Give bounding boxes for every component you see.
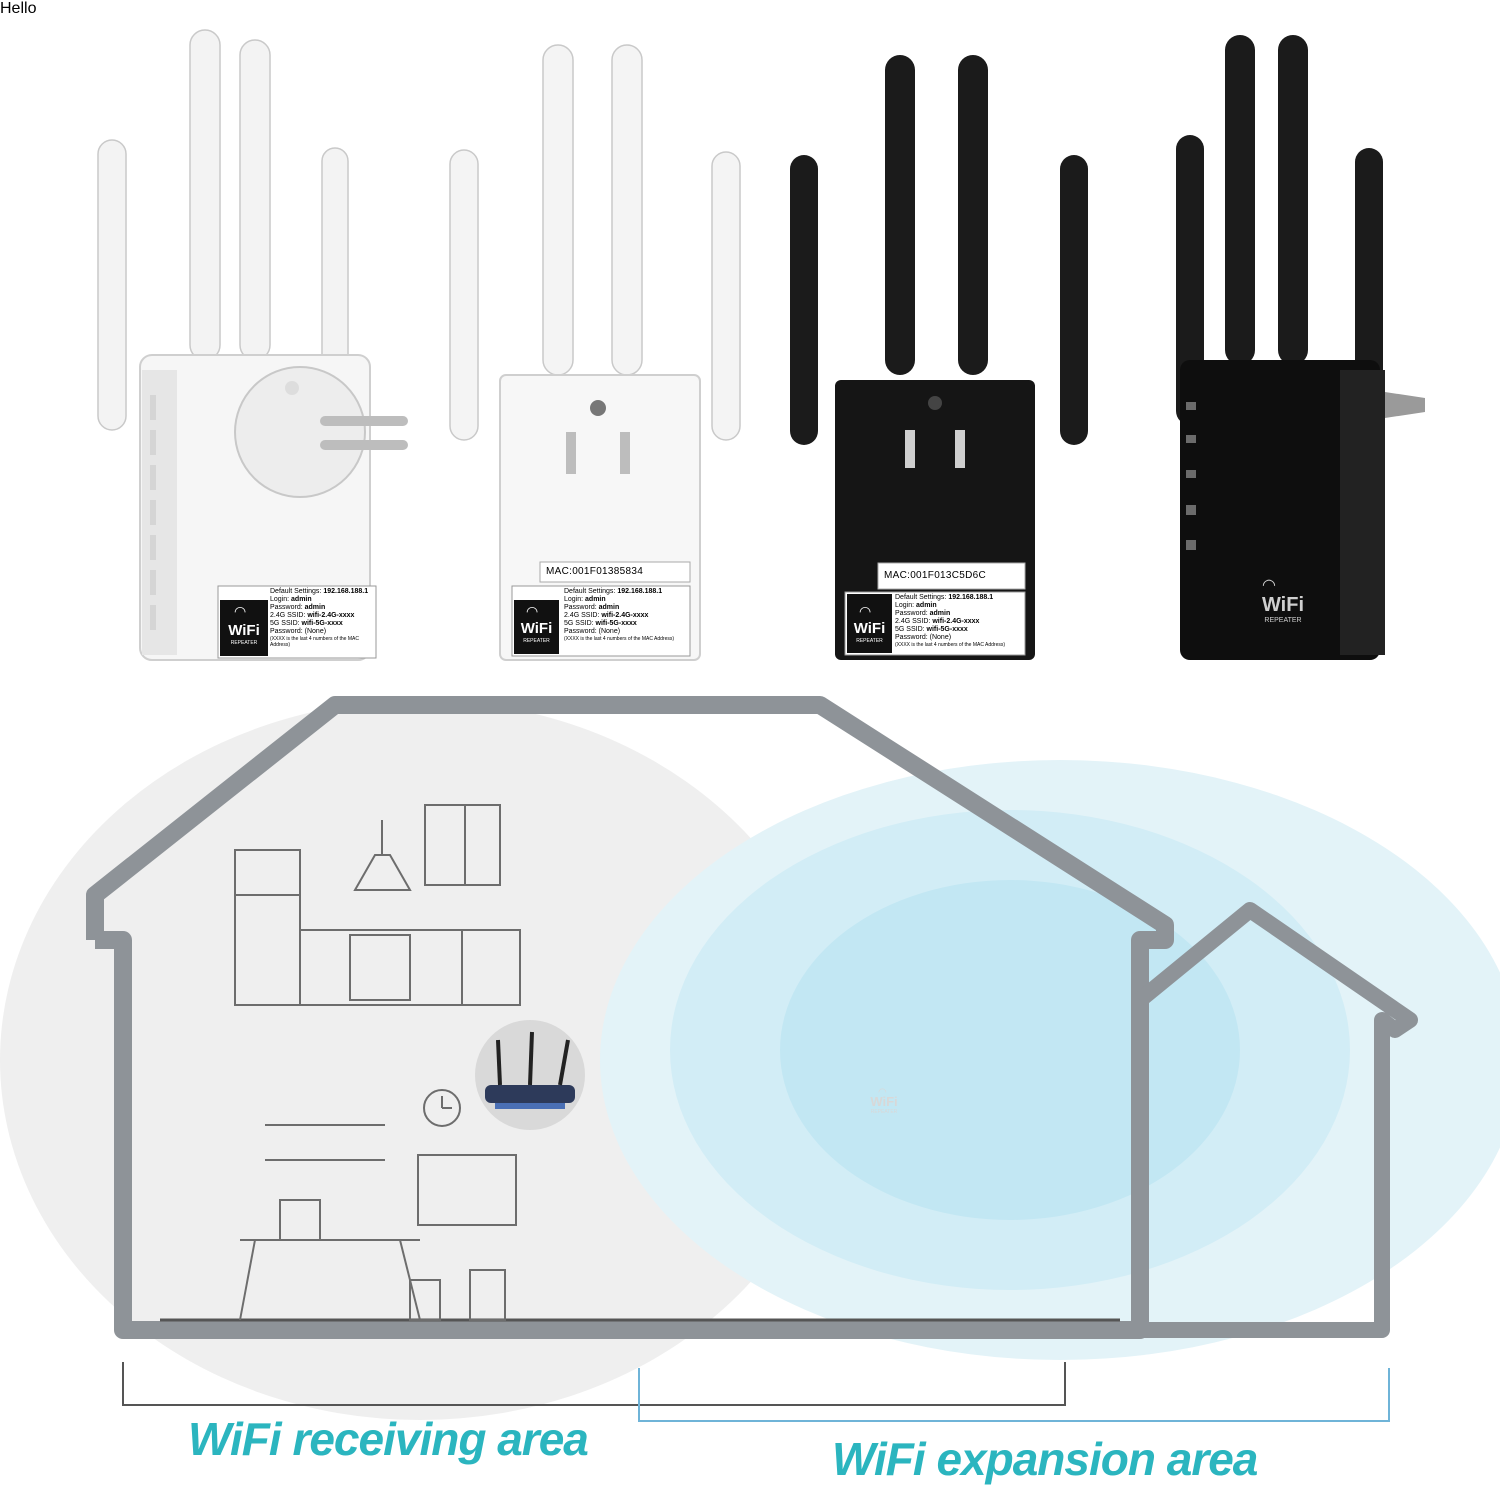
sticker-footnote: (XXXX is the last 4 numbers of the MAC A… [270, 636, 359, 648]
white-us-repeater [449, 44, 741, 661]
expansion-area-caption: WiFi expansion area [832, 1433, 1258, 1485]
password2-value: (None) [304, 628, 327, 635]
white-eu-repeater [97, 29, 408, 661]
scene-repeater-logo-sub: REPEATER [870, 1109, 898, 1115]
ssid24-value: wifi-2.4G-xxxx [601, 612, 649, 619]
house-outline [86, 696, 1174, 1339]
kitchen-drawing [234, 804, 521, 1006]
repeater-logo-sub: REPEATER [856, 638, 883, 644]
receiving-area-caption: WiFi receiving area [188, 1413, 589, 1465]
sticker-black-us: Default Settings: 192.168.188.1 Login: a… [845, 592, 1025, 655]
default-settings-value: 192.168.188.1 [617, 588, 663, 595]
default-settings-value: 192.168.188.1 [948, 594, 994, 601]
default-settings-label: Default Settings: [895, 594, 947, 601]
sticker-footnote: (XXXX is the last 4 numbers of the MAC A… [564, 636, 675, 642]
repeater-logo-sub: REPEATER [230, 640, 258, 646]
password-value: admin [304, 604, 326, 611]
wifi-signal-icon: ◠ [234, 603, 247, 619]
ssid5-label: 5G SSID: [270, 620, 300, 627]
house-illustration [0, 696, 1500, 1420]
password-value: admin [598, 604, 620, 611]
wifi-logo-word: WiFi [520, 620, 553, 637]
ssid5-value: wifi-5G-xxxx [301, 620, 343, 627]
ssid24-value: wifi-2.4G-xxxx [932, 618, 980, 625]
login-label: Login: [564, 596, 584, 603]
default-settings-label: Default Settings: [270, 588, 322, 595]
default-settings-label: Default Settings: [564, 588, 616, 595]
office-drawing [239, 1089, 517, 1321]
receiving-signal-dome [0, 700, 840, 1420]
black-front-repeater [1176, 35, 1425, 660]
password2-label: Password: [564, 628, 597, 635]
antennas [790, 55, 1088, 445]
password2-label: Password: [270, 628, 303, 635]
wifi-signal-icon: ◠ [526, 603, 539, 619]
login-label: Login: [895, 602, 915, 609]
sticker-white-us: Default Settings: 192.168.188.1 Login: a… [512, 586, 690, 656]
wifi-logo-word: WiFi [853, 620, 886, 637]
mac-address: MAC:001F01385834 [546, 566, 644, 577]
ssid24-label: 2.4G SSID: [895, 618, 931, 625]
password2-value: (None) [598, 628, 621, 635]
desk-sign-text: Hello [0, 0, 37, 17]
password-value: admin [929, 610, 951, 617]
expansion-signal-dome-inner [780, 880, 1240, 1220]
password-label: Password: [270, 604, 303, 611]
login-value: admin [916, 602, 937, 609]
ssid24-value: wifi-2.4G-xxxx [307, 612, 355, 619]
router-icon [485, 1031, 575, 1109]
wifi-logo-word: WiFi [1261, 594, 1305, 616]
wifi-signal-icon: ◠ [859, 603, 872, 619]
ssid5-value: wifi-5G-xxxx [926, 626, 968, 633]
wifi-signal-icon: ◠ [878, 1087, 887, 1098]
password-label: Password: [564, 604, 597, 611]
mac-address: MAC:001F013C5D6C [884, 570, 987, 581]
login-label: Login: [270, 596, 290, 603]
password2-label: Password: [895, 634, 928, 641]
ssid24-label: 2.4G SSID: [270, 612, 306, 619]
repeater-logo-sub: REPEATER [1264, 617, 1302, 624]
password2-value: (None) [929, 634, 952, 641]
small-house-outline [1134, 902, 1418, 1338]
product-photos [97, 29, 1425, 661]
password-label: Password: [895, 610, 928, 617]
scene-wifi-logo-word: WiFi [870, 1094, 898, 1109]
sticker-footnote: (XXXX is the last 4 numbers of the MAC A… [895, 642, 1006, 648]
wifi-logo-word: WiFi [228, 622, 260, 639]
sticker-white-eu: Default Settings: 192.168.188.1 Login: a… [218, 586, 376, 658]
ssid5-value: wifi-5G-xxxx [595, 620, 637, 627]
default-settings-value: 192.168.188.1 [323, 588, 369, 595]
login-value: admin [585, 596, 606, 603]
black-us-repeater [790, 55, 1088, 660]
receiving-area-bracket [122, 1362, 1066, 1406]
login-value: admin [291, 596, 312, 603]
expansion-area-bracket [638, 1368, 1390, 1422]
antennas [449, 44, 741, 441]
ssid5-label: 5G SSID: [895, 626, 925, 633]
wifi-signal-icon: ◠ [1262, 577, 1276, 594]
ssid5-label: 5G SSID: [564, 620, 594, 627]
ssid24-label: 2.4G SSID: [564, 612, 600, 619]
repeater-logo-sub: REPEATER [523, 638, 550, 644]
